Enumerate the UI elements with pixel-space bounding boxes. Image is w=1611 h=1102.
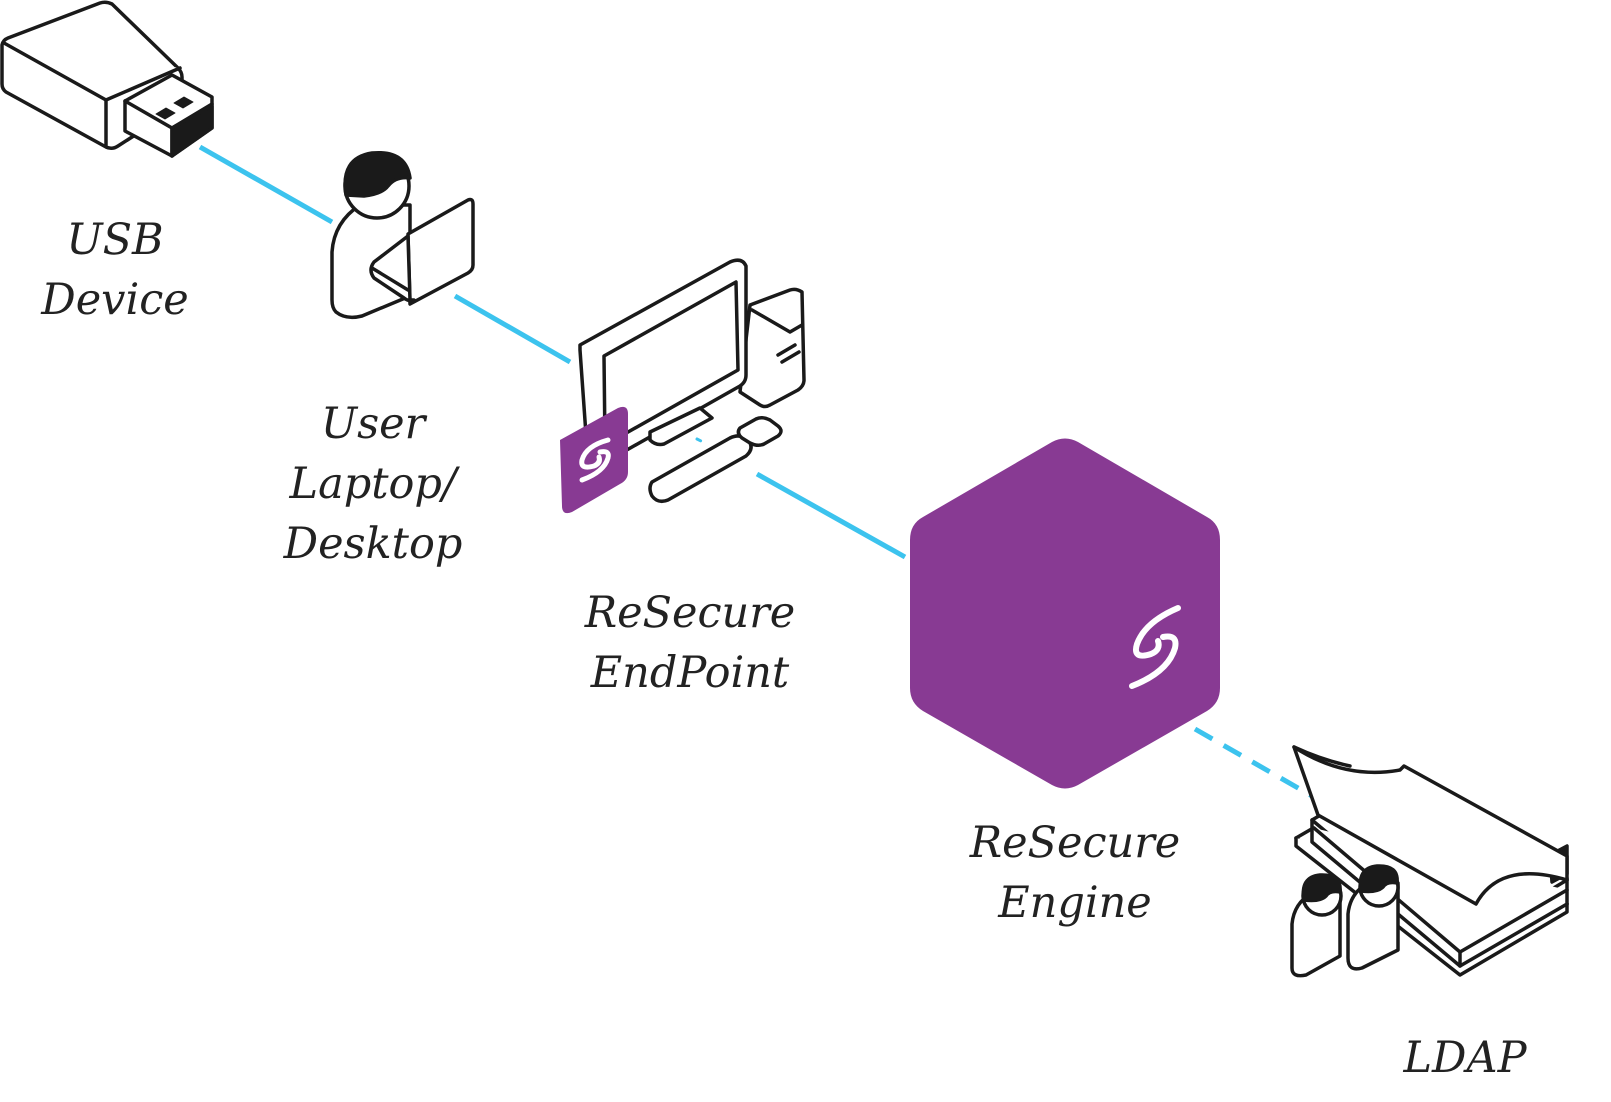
- desktop-computer-icon: [560, 258, 806, 514]
- resecure-engine-label: ReSecure Engine: [950, 813, 1200, 933]
- label-line: Engine: [998, 878, 1152, 928]
- user-laptop-desktop-label: User Laptop/ Desktop: [268, 394, 478, 574]
- connector-user-to-endpoint: [453, 293, 572, 365]
- ldap-label: LDAP: [1380, 1028, 1550, 1088]
- label-line: User: [320, 399, 426, 449]
- resecure-engine-hexagon-icon: [910, 438, 1220, 789]
- connector-endpoint-to-engine: [755, 471, 907, 560]
- label-line: EndPoint: [590, 648, 790, 698]
- connector-usb-to-user: [198, 144, 334, 225]
- label-line: LDAP: [1403, 1033, 1527, 1083]
- resecure-logo-icon: [1129, 605, 1181, 689]
- usb-drive-icon: [0, 0, 214, 158]
- resecure-logo-icon: [579, 437, 611, 483]
- label-line: ReSecure: [969, 818, 1181, 868]
- connector-engine-to-ldap: [1193, 726, 1314, 799]
- user-with-laptop-icon: [330, 150, 475, 320]
- label-line: Desktop: [283, 519, 463, 569]
- usb-device-label: USB Device: [30, 210, 200, 330]
- connectors: [198, 144, 1314, 799]
- label-line: Laptop/: [289, 459, 457, 509]
- label-line: ReSecure: [584, 588, 796, 638]
- label-line: USB: [66, 215, 164, 265]
- label-line: Device: [41, 275, 189, 325]
- directory-book-with-users-icon: [1290, 745, 1569, 978]
- resecure-endpoint-label: ReSecure EndPoint: [565, 583, 815, 703]
